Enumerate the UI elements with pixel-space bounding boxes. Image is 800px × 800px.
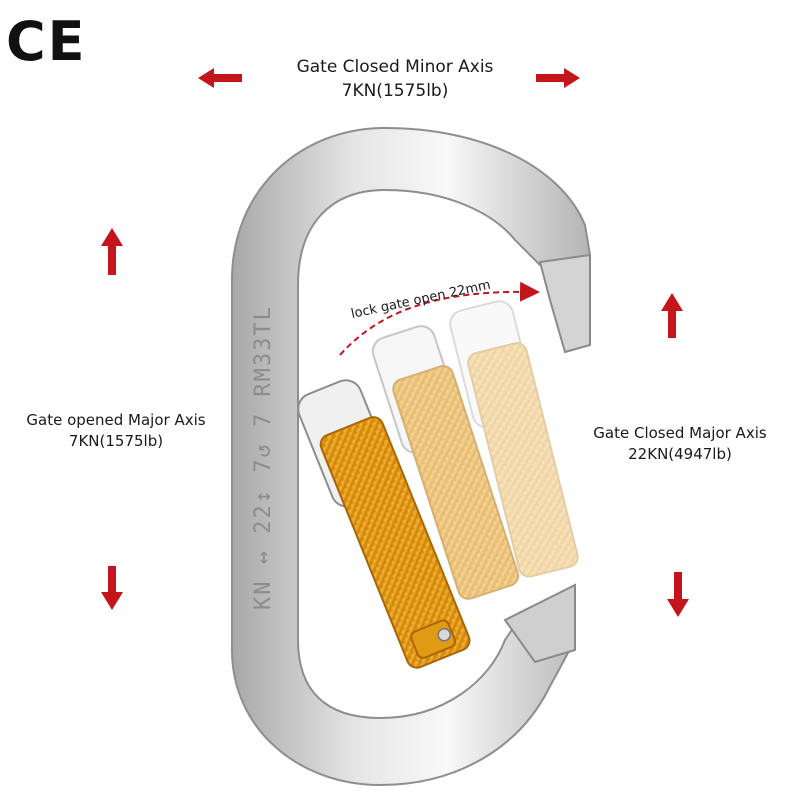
- label-value: 22KN(4947lb): [628, 445, 732, 463]
- force-arrow-up: [661, 293, 683, 338]
- carabiner-body: [231, 126, 592, 787]
- force-arrow-right: [536, 68, 580, 88]
- force-arrow-down: [101, 566, 123, 610]
- gate-closed-major-label: Gate Closed Major Axis 22KN(4947lb): [560, 423, 800, 465]
- label-value: 7KN(1575lb): [68, 432, 164, 450]
- force-arrow-up: [101, 228, 123, 275]
- force-arrow-down: [667, 572, 689, 617]
- gate-opened-major-label: Gate opened Major Axis 7KN(1575lb): [0, 410, 232, 452]
- gate-ghost-mid: [371, 325, 520, 600]
- dashed-arc-arrow: [339, 281, 540, 356]
- label-title: Gate Closed Major Axis: [593, 424, 767, 442]
- label-title: Gate opened Major Axis: [26, 411, 206, 429]
- gate-ghost-open: [449, 300, 579, 578]
- label-title: Gate Closed Minor Axis: [296, 57, 494, 77]
- lock-gate: [297, 379, 471, 669]
- label-value: 7KN(1575lb): [341, 81, 449, 101]
- spine-engraving: KN ↔ 22↕ 7↺ 7 RM33TL: [251, 305, 276, 610]
- force-arrow-left: [198, 68, 242, 88]
- ce-mark: CE: [6, 10, 87, 73]
- gate-closed-minor-label: Gate Closed Minor Axis 7KN(1575lb): [240, 55, 550, 103]
